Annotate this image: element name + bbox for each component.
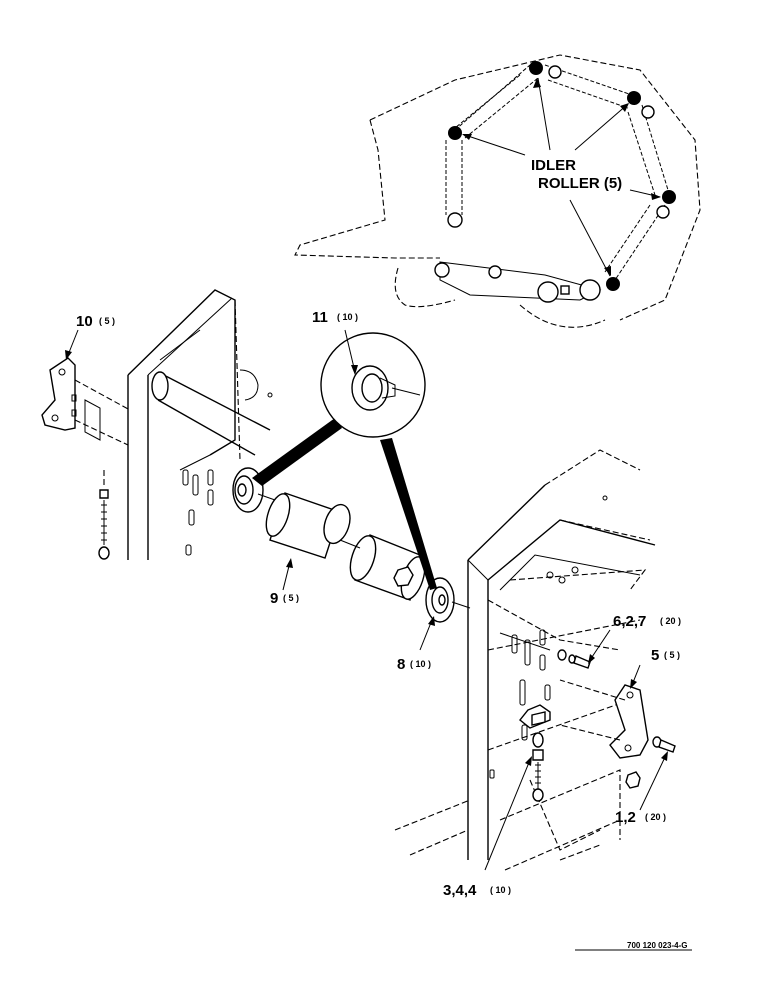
leader-lines bbox=[65, 329, 668, 871]
part-label-10: 10 bbox=[76, 313, 93, 330]
idler-roller-label-line1: IDLER bbox=[531, 157, 576, 174]
part-qty-11: ( 10 ) bbox=[337, 312, 358, 322]
part-qty-1-2: ( 20 ) bbox=[645, 812, 666, 822]
idler-roller-marker bbox=[627, 91, 641, 105]
part-label-11: 11 bbox=[312, 309, 328, 326]
part-label-3-4-4: 3,4,4 bbox=[443, 882, 477, 899]
right-frame bbox=[394, 449, 676, 871]
part-qty-10: ( 5 ) bbox=[99, 316, 115, 326]
left-frame bbox=[41, 289, 273, 560]
baler-inset bbox=[294, 54, 701, 328]
part-label-5: 5 bbox=[651, 647, 659, 664]
bearing-detail-callout bbox=[252, 332, 437, 590]
idler-roller-label-line2: ROLLER (5) bbox=[538, 175, 622, 192]
idler-roller-marker bbox=[606, 277, 620, 291]
part-qty-6-2-7: ( 20 ) bbox=[660, 616, 681, 626]
part-label-6-2-7: 6,2,7 bbox=[613, 613, 646, 630]
part-label-8: 8 bbox=[397, 656, 405, 673]
drawing-number: 700 120 023-4-G bbox=[627, 941, 688, 950]
part-qty-3-4-4: ( 10 ) bbox=[490, 885, 511, 895]
idler-roller-marker bbox=[529, 61, 543, 75]
part-qty-5: ( 5 ) bbox=[664, 650, 680, 660]
roller-assembly bbox=[232, 467, 471, 623]
part-qty-9: ( 5 ) bbox=[283, 593, 299, 603]
part-label-9: 9 bbox=[270, 590, 278, 607]
part-label-1-2: 1,2 bbox=[615, 809, 636, 826]
idler-roller-marker bbox=[662, 190, 676, 204]
part-qty-8: ( 10 ) bbox=[410, 659, 431, 669]
idler-roller-marker bbox=[448, 126, 462, 140]
